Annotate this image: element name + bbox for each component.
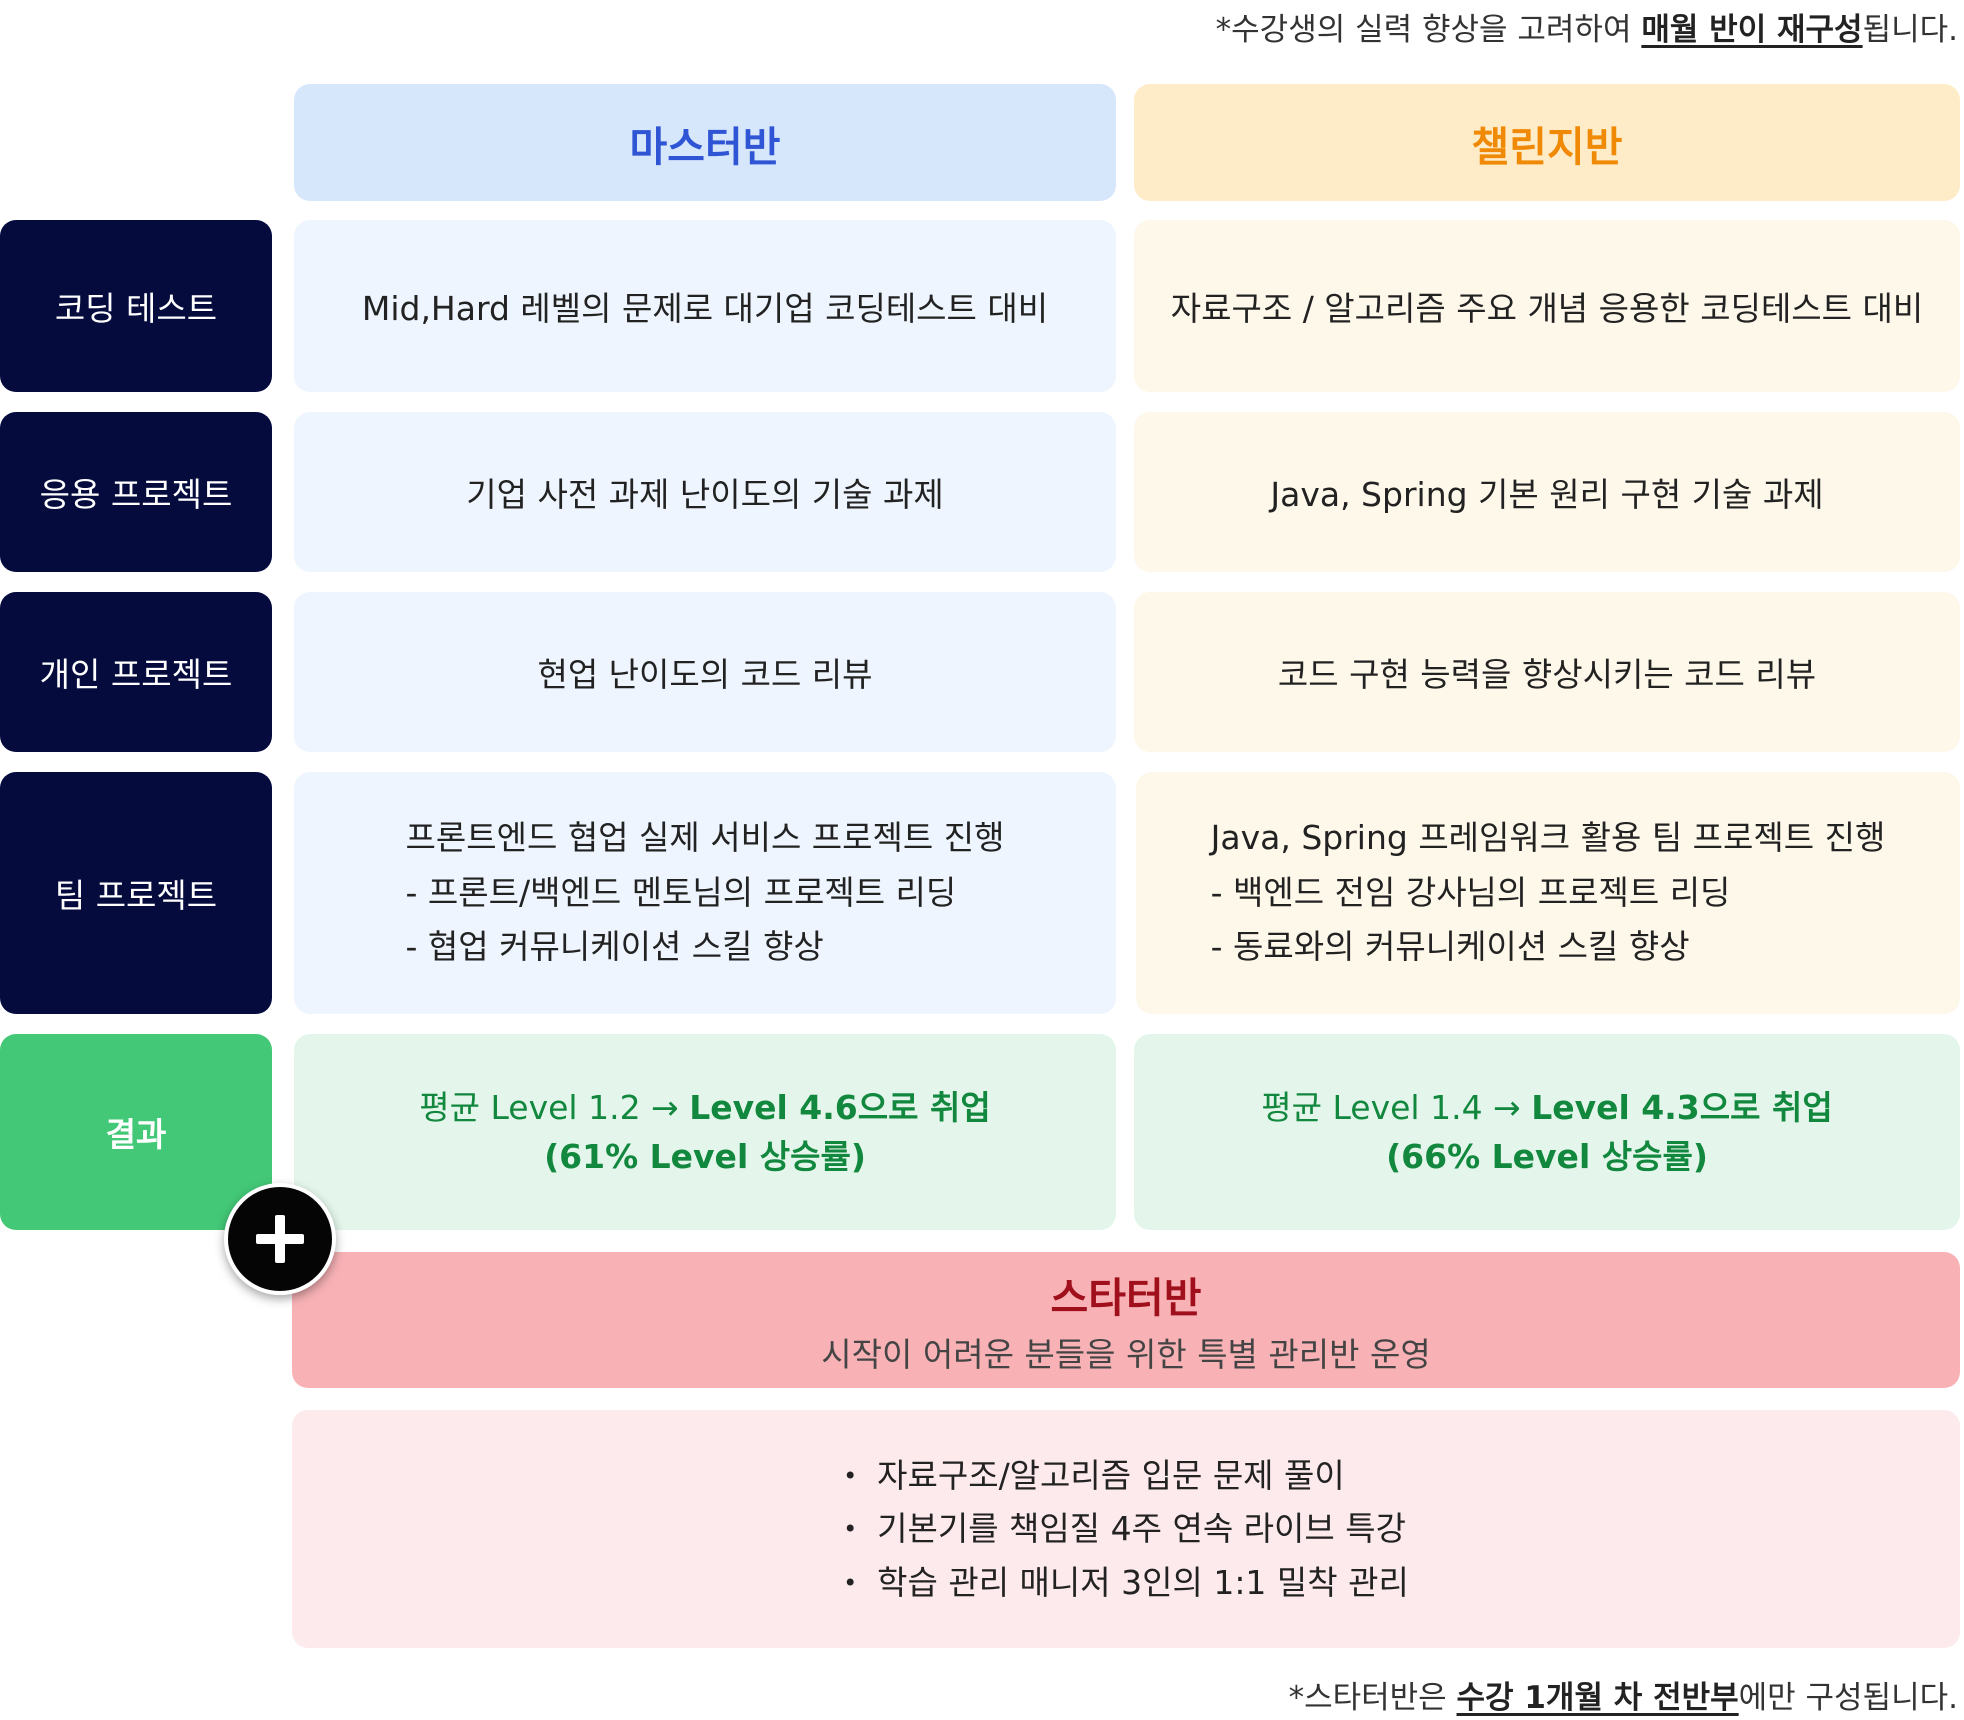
bottom-note: *스타터반은 수강 1개월 차 전반부에만 구성됩니다. [1288,1680,1958,1716]
challenge-class-header: 챌린지반 [1134,84,1960,201]
plus-glyph [256,1215,304,1263]
starter-class-title: 스타터반 [1050,1274,1202,1322]
master-result: 평균 Level 1.2 → Level 4.6으로 취업 (61% Level… [294,1034,1116,1230]
master-coding-test: Mid,Hard 레벨의 문제로 대기업 코딩테스트 대비 [294,220,1116,392]
top-note: *수강생의 실력 향상을 고려하여 매월 반이 재구성됩니다. [1215,12,1958,48]
challenge-result-line1: 평균 Level 1.4 → Level 4.3으로 취업 [1261,1087,1833,1127]
master-result-line2: (61% Level 상승률) [544,1137,866,1176]
challenge-coding-test: 자료구조 / 알고리즘 주요 개념 응용한 코딩테스트 대비 [1134,220,1960,392]
challenge-result: 평균 Level 1.4 → Level 4.3으로 취업 (66% Level… [1134,1034,1960,1230]
row-label-personal-project: 개인 프로젝트 [0,592,272,752]
master-team-project-lines: 프론트엔드 협업 실제 서비스 프로젝트 진행 - 프론트/백엔드 멘토님의 프… [405,818,1005,967]
master-team-project: 프론트엔드 협업 실제 서비스 프로젝트 진행 - 프론트/백엔드 멘토님의 프… [294,772,1116,1014]
starter-class-subtitle: 시작이 어려운 분들을 위한 특별 관리반 운영 [821,1335,1431,1374]
master-personal-project: 현업 난이도의 코드 리뷰 [294,592,1116,752]
master-applied-project: 기업 사전 과제 난이도의 기술 과제 [294,412,1116,572]
starter-class-details: 자료구조/알고리즘 입문 문제 풀이 기본기를 책임질 4주 연속 라이브 특강… [292,1410,1960,1648]
master-class-header: 마스터반 [294,84,1116,201]
challenge-applied-project: Java, Spring 기본 원리 구현 기술 과제 [1134,412,1960,572]
row-label-team-project: 팀 프로젝트 [0,772,272,1014]
row-label-result: 결과 [0,1034,272,1230]
starter-class-header: 스타터반 시작이 어려운 분들을 위한 특별 관리반 운영 [292,1252,1960,1388]
row-label-coding-test: 코딩 테스트 [0,220,272,392]
list-item: 자료구조/알고리즘 입문 문제 풀이 [843,1449,1409,1504]
list-item: 학습 관리 매니저 3인의 1:1 밀착 관리 [843,1556,1409,1611]
challenge-team-project-lines: Java, Spring 프레임워크 활용 팀 프로젝트 진행 - 백엔드 전임… [1210,818,1886,967]
list-item: 기본기를 책임질 4주 연속 라이브 특강 [843,1502,1409,1557]
challenge-personal-project: 코드 구현 능력을 향상시키는 코드 리뷰 [1134,592,1960,752]
starter-bullet-list: 자료구조/알고리즘 입문 문제 풀이 기본기를 책임질 4주 연속 라이브 특강… [843,1449,1409,1611]
plus-icon [224,1183,336,1295]
challenge-result-line2: (66% Level 상승률) [1386,1137,1708,1176]
challenge-team-project: Java, Spring 프레임워크 활용 팀 프로젝트 진행 - 백엔드 전임… [1136,772,1960,1014]
row-label-applied-project: 응용 프로젝트 [0,412,272,572]
master-result-line1: 평균 Level 1.2 → Level 4.6으로 취업 [419,1087,991,1127]
